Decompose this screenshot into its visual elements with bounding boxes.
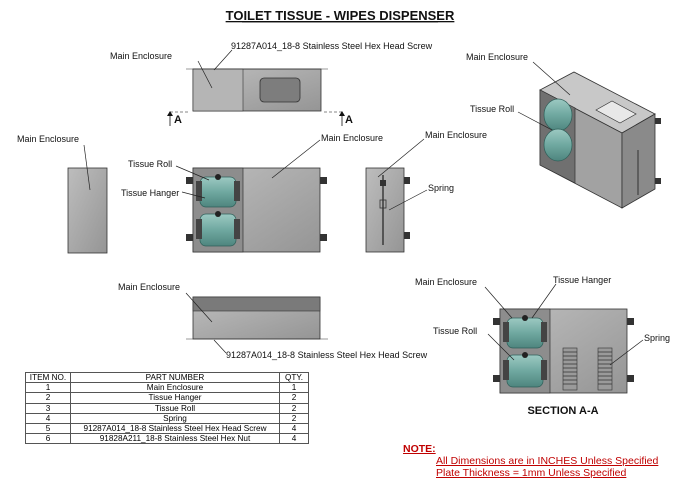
label-section-tissue-hanger: Tissue Hanger bbox=[553, 275, 611, 285]
bom-item-no: 5 bbox=[25, 423, 71, 435]
label-top-main-enclosure: Main Enclosure bbox=[110, 51, 172, 61]
bom-qty: 2 bbox=[279, 412, 309, 425]
section-arrow-a-right: A bbox=[345, 114, 353, 126]
label-front-tissue-roll: Tissue Roll bbox=[128, 159, 172, 169]
bill-of-materials-table: ITEM NO. PART NUMBER QTY. 1 Main Enclosu… bbox=[25, 371, 309, 445]
front-view: Tissue Roll Tissue Hanger Main Enclosure bbox=[121, 133, 383, 253]
iso-opening bbox=[595, 100, 637, 124]
bom-qty: 4 bbox=[279, 423, 309, 435]
bom-qty: 4 bbox=[279, 433, 309, 445]
table-row: 4 Spring 2 bbox=[25, 412, 309, 425]
label-side-spring: Spring bbox=[428, 183, 454, 193]
table-row: 5 91287A014_18-8 Stainless Steel Hex Hea… bbox=[25, 423, 309, 435]
label-front-main-enclosure: Main Enclosure bbox=[321, 133, 383, 143]
mount-tab bbox=[186, 234, 193, 241]
top-view: A A Main Enclosure 91287A014_18-8 Stainl… bbox=[110, 41, 433, 126]
label-section-tissue-roll: Tissue Roll bbox=[433, 326, 477, 336]
label-section-spring: Spring bbox=[644, 333, 670, 343]
tissue-hanger bbox=[196, 181, 202, 201]
bom-item-no: 2 bbox=[25, 392, 71, 404]
section-spring-left bbox=[562, 347, 578, 391]
note-line: Plate Thickness = 1mm Unless Specified bbox=[436, 467, 627, 479]
label-iso-main-enclosure: Main Enclosure bbox=[466, 52, 528, 62]
spring-symbol bbox=[379, 199, 387, 209]
bom-part-number: Tissue Roll bbox=[70, 402, 280, 414]
iso-tissue-roll-lower bbox=[543, 128, 573, 162]
bom-part-number: Spring bbox=[70, 412, 280, 425]
bom-item-no: 6 bbox=[25, 433, 71, 445]
right-side-view: Main Enclosure Spring bbox=[365, 130, 487, 253]
label-iso-tissue-roll: Tissue Roll bbox=[470, 104, 514, 114]
iso-tissue-roll-upper bbox=[543, 98, 573, 132]
table-row: 6 91828A211_18-8 Stainless Steel Hex Nut… bbox=[25, 433, 309, 445]
sheet-title: TOILET TISSUE - WIPES DISPENSER bbox=[226, 8, 455, 23]
isometric-view: Main Enclosure Tissue Roll bbox=[466, 52, 661, 209]
bom-header-row: ITEM NO. PART NUMBER QTY. bbox=[25, 371, 309, 384]
tissue-hanger bbox=[234, 219, 240, 239]
bom-part-number: Tissue Hanger bbox=[70, 392, 280, 404]
bom-part-number: Main Enclosure bbox=[70, 382, 280, 394]
tissue-hanger bbox=[196, 219, 202, 239]
mount-tab bbox=[320, 177, 327, 184]
bom-part-number: 91287A014_18-8 Stainless Steel Hex Head … bbox=[70, 423, 280, 435]
hanger-pin bbox=[215, 211, 221, 217]
note-title: NOTE: bbox=[403, 443, 436, 455]
bom-header-item: ITEM NO. bbox=[25, 371, 71, 384]
note-line: All Dimensions are in INCHES Unless Spec… bbox=[436, 455, 659, 467]
bottom-view: Main Enclosure 91287A014_18-8 Stainless … bbox=[118, 282, 428, 360]
hanger-pin bbox=[215, 174, 221, 180]
mount-tab bbox=[320, 234, 327, 241]
label-bottom-main-enclosure: Main Enclosure bbox=[118, 282, 180, 292]
left-side-view: Main Enclosure bbox=[17, 134, 108, 254]
section-title: SECTION A-A bbox=[527, 405, 598, 417]
section-spring-right bbox=[597, 347, 613, 391]
bom-qty: 2 bbox=[279, 402, 309, 414]
bom-header-part: PART NUMBER bbox=[70, 371, 280, 384]
section-tissue-roll-upper bbox=[506, 317, 544, 349]
tissue-hanger bbox=[234, 181, 240, 201]
section-a-a-view: Main Enclosure Tissue Hanger Tissue Roll… bbox=[415, 275, 670, 417]
label-left-main-enclosure: Main Enclosure bbox=[17, 134, 79, 144]
label-side-main-enclosure: Main Enclosure bbox=[425, 130, 487, 140]
label-section-main-enclosure: Main Enclosure bbox=[415, 277, 477, 287]
bom-part-number: 91828A211_18-8 Stainless Steel Hex Nut bbox=[70, 433, 280, 445]
mount-tab bbox=[186, 177, 193, 184]
label-bottom-screw: 91287A014_18-8 Stainless Steel Hex Head … bbox=[226, 350, 428, 360]
bom-item-no: 1 bbox=[25, 382, 71, 394]
tissue-roll-upper bbox=[199, 176, 237, 208]
section-arrow-a-left: A bbox=[174, 114, 182, 126]
bom-item-no: 4 bbox=[25, 412, 71, 425]
top-view-opening bbox=[259, 77, 301, 103]
table-row: 1 Main Enclosure 1 bbox=[25, 382, 309, 394]
left-view-enclosure bbox=[67, 167, 108, 254]
section-tissue-roll-lower bbox=[506, 354, 544, 388]
bom-item-no: 3 bbox=[25, 402, 71, 414]
table-row: 2 Tissue Hanger 2 bbox=[25, 392, 309, 404]
bom-qty: 2 bbox=[279, 392, 309, 404]
bom-header-qty: QTY. bbox=[279, 371, 309, 384]
general-note: NOTE: All Dimensions are in INCHES Unles… bbox=[403, 443, 658, 479]
tissue-roll-lower bbox=[199, 213, 237, 247]
label-front-tissue-hanger: Tissue Hanger bbox=[121, 188, 179, 198]
top-view-left-panel bbox=[192, 68, 244, 112]
label-top-screw: 91287A014_18-8 Stainless Steel Hex Head … bbox=[231, 41, 433, 51]
bom-qty: 1 bbox=[279, 382, 309, 394]
table-row: 3 Tissue Roll 2 bbox=[25, 402, 309, 414]
